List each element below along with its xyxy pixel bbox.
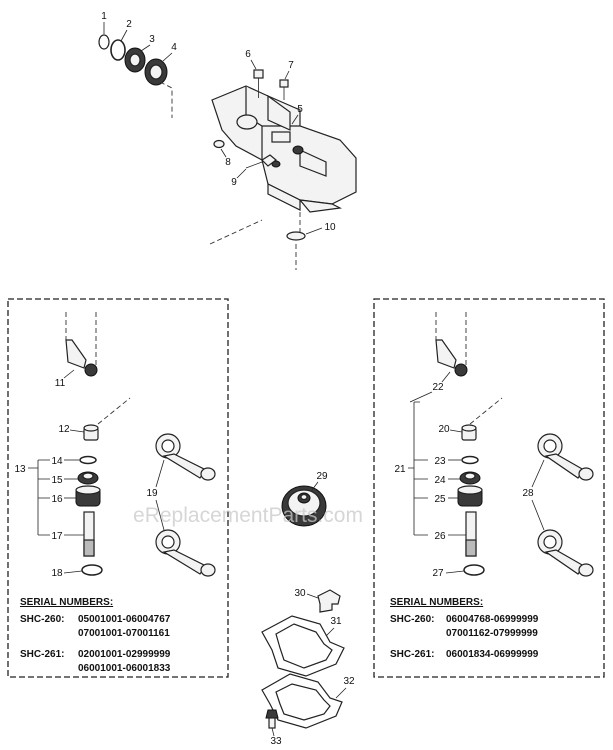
part-26-shaft[interactable] — [465, 511, 477, 557]
callout-2: 2 — [126, 19, 132, 30]
callout-7: 7 — [288, 60, 294, 71]
part-8-washer[interactable] — [213, 139, 225, 149]
part-2-ring[interactable] — [110, 39, 126, 61]
part-18-snap-ring[interactable] — [81, 564, 103, 576]
left-panel-frame — [7, 298, 229, 678]
part-25-bearing[interactable] — [457, 485, 483, 507]
part-12-needle-bearing[interactable] — [83, 424, 99, 441]
callout-10: 10 — [324, 222, 336, 233]
part-28-connecting-rod-lower[interactable] — [537, 529, 594, 577]
part-11-pinion[interactable] — [65, 339, 98, 377]
center-parts: 29 30 31 32 33 — [261, 471, 355, 747]
right-shc261-label: SHC-261: — [390, 649, 434, 660]
right-shc261-range-1: 06001834-06999999 — [446, 649, 539, 660]
right-serial-heading: SERIAL NUMBERS: — [390, 597, 483, 608]
callout-5: 5 — [297, 104, 303, 115]
part-9-grease-fitting[interactable] — [245, 154, 277, 169]
callout-4: 4 — [171, 42, 177, 53]
right-shc260-range-1: 06004768-06999999 — [446, 614, 539, 625]
left-serial-heading: SERIAL NUMBERS: — [20, 597, 113, 608]
right-shc260-range-2: 07001162-07999999 — [446, 628, 538, 639]
right-shc260-label: SHC-260: — [390, 614, 434, 625]
callout-30: 30 — [294, 588, 306, 599]
part-19-connecting-rod-upper[interactable] — [155, 433, 216, 481]
callout-26: 26 — [434, 531, 446, 542]
callout-16: 16 — [51, 494, 63, 505]
watermark: eReplacementParts.com — [133, 504, 363, 527]
callout-11: 11 — [55, 378, 66, 389]
callout-3: 3 — [149, 34, 155, 45]
part-31-gasket[interactable] — [261, 615, 345, 677]
top-assembly: 1 2 3 4 5 6 7 8 9 10 — [98, 11, 357, 270]
callout-1: 1 — [101, 11, 107, 22]
part-4-bearing[interactable] — [144, 58, 168, 86]
part-33-fitting[interactable] — [265, 709, 279, 729]
part-7-screw[interactable] — [279, 79, 289, 100]
callout-28: 28 — [522, 488, 534, 499]
callout-25: 25 — [434, 494, 446, 505]
part-14-ring[interactable] — [79, 455, 97, 465]
callout-12: 12 — [58, 424, 70, 435]
callout-14: 14 — [51, 456, 63, 467]
part-29-gear[interactable] — [281, 485, 327, 527]
left-shc261-range-2: 06001001-06001833 — [78, 663, 171, 674]
part-20-needle-bearing[interactable] — [461, 424, 477, 441]
part-32-gasket[interactable] — [261, 673, 343, 729]
callout-13: 13 — [14, 464, 26, 475]
part-28-connecting-rod-upper[interactable] — [537, 433, 594, 481]
callout-23: 23 — [434, 456, 446, 467]
callout-8: 8 — [225, 157, 231, 168]
left-shc261-label: SHC-261: — [20, 649, 64, 660]
part-3-bearing[interactable] — [124, 47, 146, 73]
left-shc260-range-2: 07001001-07001161 — [78, 628, 170, 639]
part-30-bracket[interactable] — [317, 589, 341, 613]
callout-33: 33 — [270, 736, 282, 747]
callout-21: 21 — [394, 464, 406, 475]
part-17-shaft[interactable] — [83, 511, 95, 557]
part-10-washer[interactable] — [286, 231, 306, 241]
callout-20: 20 — [438, 424, 450, 435]
left-shc260-label: SHC-260: — [20, 614, 64, 625]
part-6-screw[interactable] — [253, 69, 264, 98]
right-panel: 22 20 21 23 24 25 — [373, 298, 605, 678]
callout-31: 31 — [330, 616, 342, 627]
callout-17: 17 — [51, 531, 63, 542]
callout-24: 24 — [434, 475, 446, 486]
callout-22: 22 — [432, 382, 444, 393]
part-5-housing[interactable] — [211, 85, 357, 213]
part-24-gear[interactable] — [459, 471, 481, 485]
callout-32: 32 — [343, 676, 355, 687]
callout-9: 9 — [231, 177, 237, 188]
part-15-gear[interactable] — [77, 471, 99, 485]
left-shc260-range-1: 05001001-06004767 — [78, 614, 171, 625]
part-23-ring[interactable] — [461, 455, 479, 465]
left-panel: 11 12 13 14 15 16 — [7, 298, 229, 678]
right-panel-frame — [373, 298, 605, 678]
part-1-retaining-ring[interactable] — [98, 34, 110, 50]
callout-29: 29 — [316, 471, 328, 482]
callout-19: 19 — [146, 488, 158, 499]
callout-6: 6 — [245, 49, 251, 60]
callout-18: 18 — [51, 568, 63, 579]
part-16-bearing[interactable] — [75, 485, 101, 507]
callout-15: 15 — [51, 475, 63, 486]
left-shc261-range-1: 02001001-02999999 — [78, 649, 171, 660]
part-22-pinion[interactable] — [435, 339, 468, 377]
callout-27: 27 — [432, 568, 444, 579]
part-27-snap-ring[interactable] — [463, 564, 485, 576]
part-19-connecting-rod-lower[interactable] — [155, 529, 216, 577]
